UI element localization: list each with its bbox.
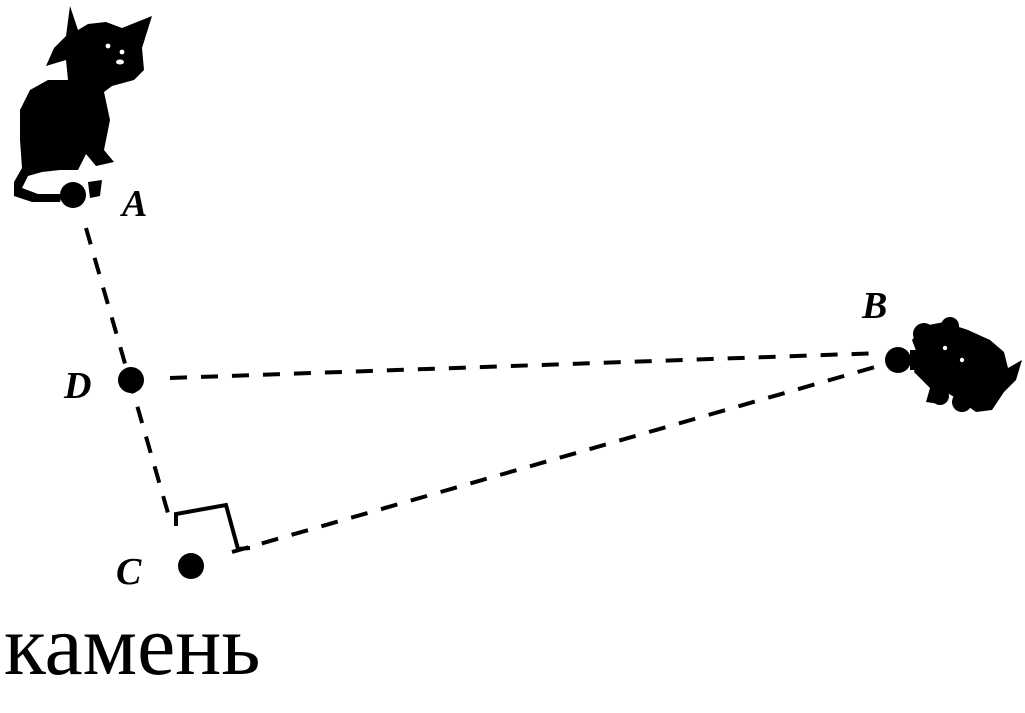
label-b: B (861, 285, 887, 327)
segment-d-b (169, 351, 883, 380)
stone-caption: камень (4, 597, 261, 693)
label-c: C (116, 551, 142, 593)
point-c (178, 553, 204, 579)
point-d (118, 367, 144, 393)
mouse-icon (910, 317, 1022, 412)
right-angle-marker (174, 502, 251, 552)
label-a: A (120, 183, 147, 225)
point-a (60, 182, 86, 208)
segment-a-c (84, 227, 172, 521)
point-b (885, 347, 911, 373)
label-d: D (63, 365, 91, 407)
segment-c-b (231, 363, 883, 554)
cat-icon (14, 6, 152, 202)
